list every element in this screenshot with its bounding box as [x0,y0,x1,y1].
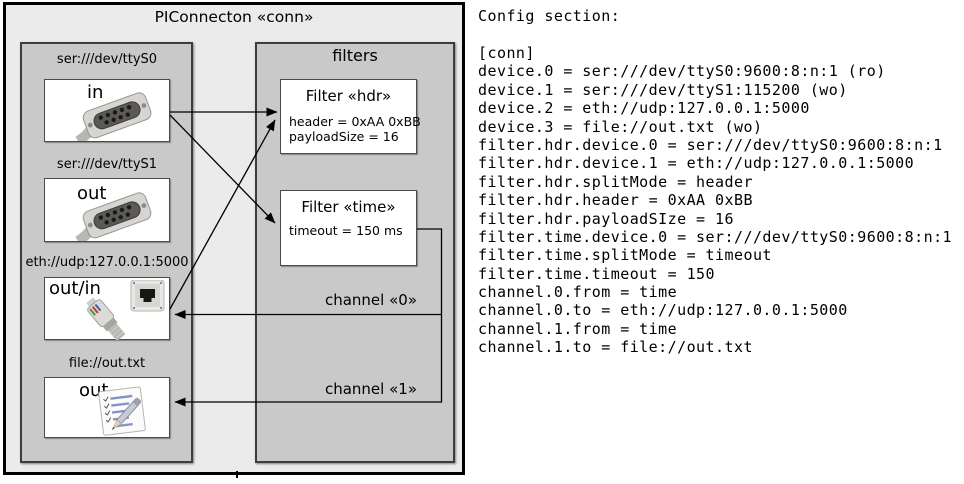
config-line: device.2 = eth://udp:127.0.0.1:5000 [478,99,810,118]
channel-1-label: channel «1» [324,380,417,398]
port-label: in [87,82,104,103]
config-line: filter.hdr.device.1 = eth://udp:127.0.0.… [478,154,915,173]
device-node-ttyS0: in [44,79,170,142]
config-line: filter.hdr.device.0 = ser:///dev/ttyS0:9… [478,135,943,154]
serial-connector-photo [75,192,152,241]
device-node-eth: out/in [44,277,170,340]
config-line: device.0 = ser:///dev/ttyS0:9600:8:n:1 (… [478,62,886,81]
config-line: channel.0.from = time [478,283,678,302]
serial-connector-photo [75,92,152,141]
config-line: filter.time.splitMode = timeout [478,246,772,265]
bottom-border-tick [236,471,238,478]
ethernet-connector-photo [86,280,165,340]
port-label: out [77,183,107,204]
filter-property: payloadSize = 16 [289,129,399,144]
config-lines: [conn]device.0 = ser:///dev/ttyS0:9600:8… [478,44,952,357]
filter-property: timeout = 150 ms [289,223,403,238]
config-line: filter.hdr.payloadSIze = 16 [478,209,734,228]
port-label: out/in [49,278,101,299]
config-line: filter.time.device.0 = ser:///dev/ttyS0:… [478,227,953,246]
config-line: channel.1.to = file://out.txt [478,338,753,357]
notepad-photo [98,386,146,436]
filter-title: Filter «hdr» [305,87,392,105]
device-node-file: out [44,377,170,438]
config-line: device.3 = file://out.txt (wo) [478,117,763,136]
config-line: device.1 = ser:///dev/ttyS1:115200 (wo) [478,80,848,99]
config-line: filter.hdr.header = 0xAA 0xBB [478,191,753,210]
device-node-ttyS1: out [44,178,170,242]
filter-title: Filter «time» [301,198,396,216]
device-label-ttyS1: ser:///dev/ttyS1 [56,157,158,172]
filters-group-title: filters [332,46,378,65]
filter-node-time: Filter «time» timeout = 150 ms [280,190,417,266]
diagram-title: PIConnecton «conn» [154,8,314,26]
device-label-ttyS0: ser:///dev/ttyS0 [56,52,158,67]
filter-node-hdr: Filter «hdr» header = 0xAA 0xBB payloadS… [280,79,421,154]
config-line: channel.1.from = time [478,319,678,338]
config-line: [conn] [478,44,535,62]
config-line: filter.hdr.splitMode = header [478,172,753,191]
config-heading: Config section: [478,7,621,25]
device-label-file: file://out.txt [68,356,146,371]
device-label-eth: eth://udp:127.0.0.1:5000 [25,255,189,270]
filter-property: header = 0xAA 0xBB [289,114,421,129]
channel-0-label: channel «0» [324,291,417,309]
config-line: channel.0.to = eth://udp:127.0.0.1:5000 [478,301,848,320]
config-line: filter.time.timeout = 150 [478,264,716,283]
